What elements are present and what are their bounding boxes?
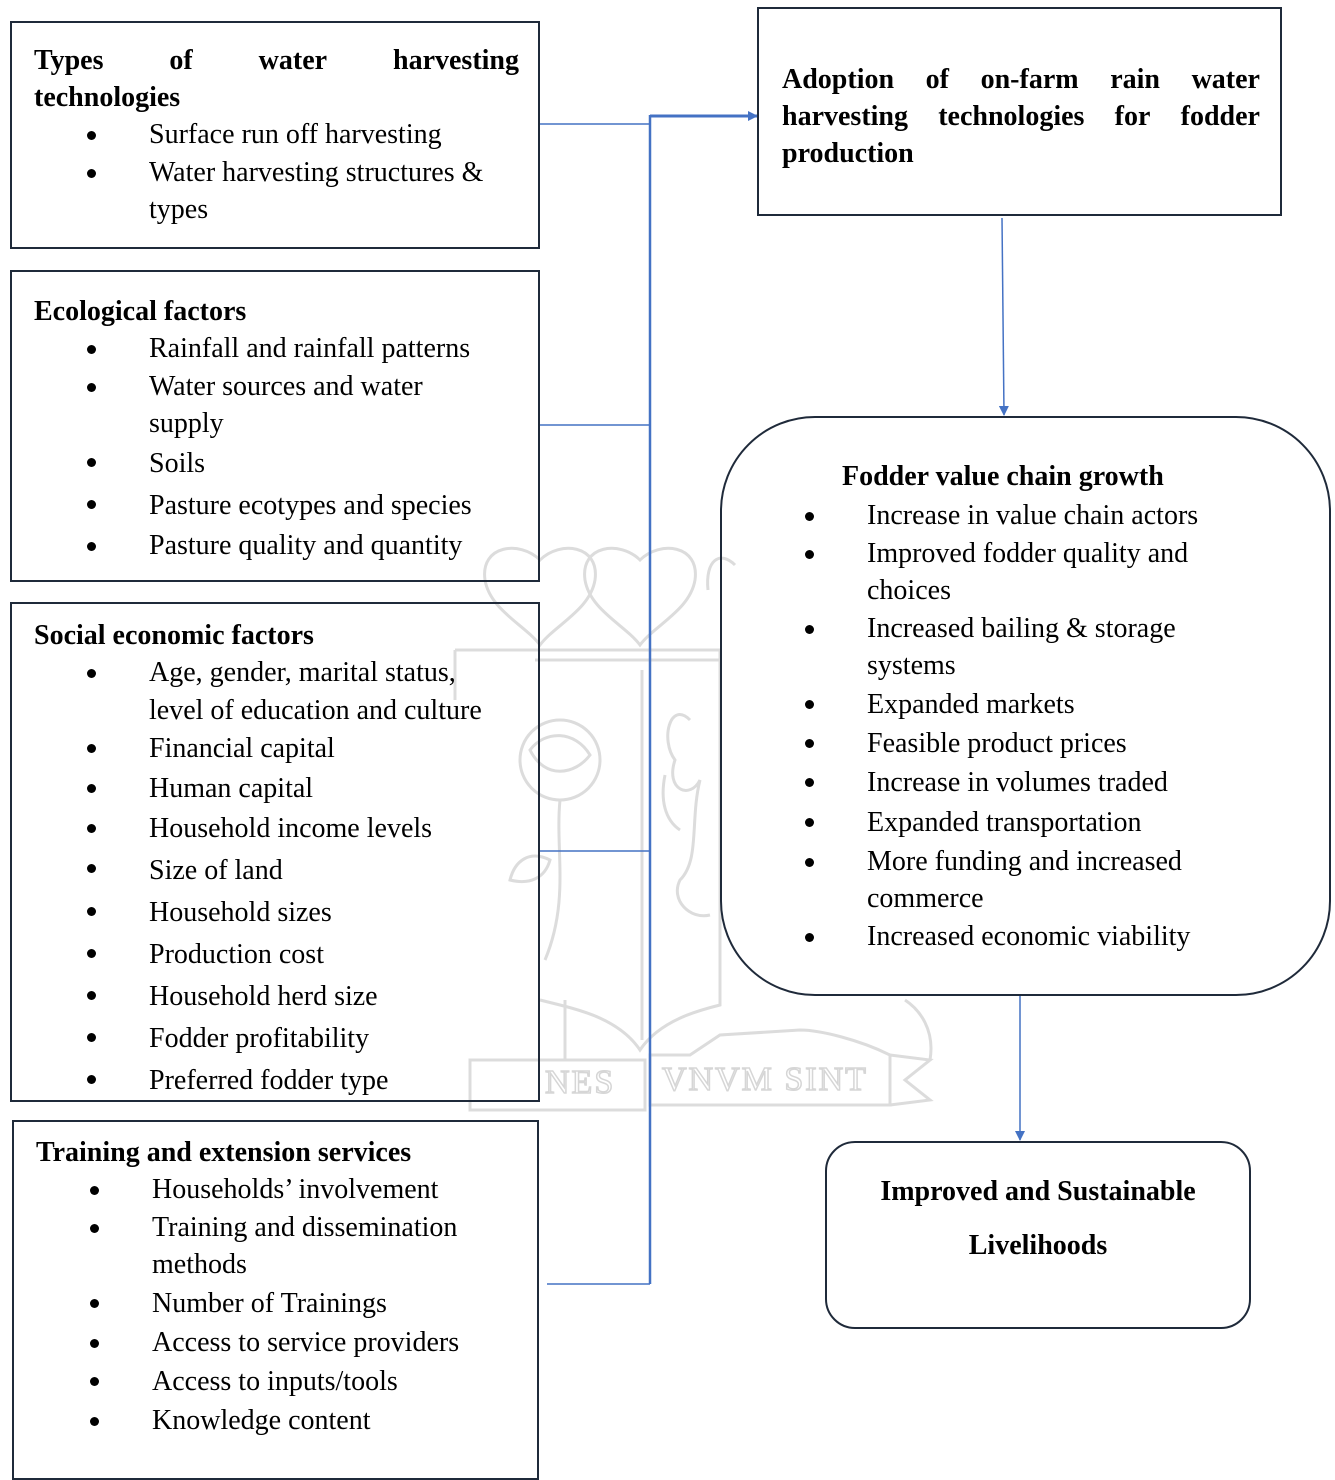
types-of-water-harvesting-box: Types of water harvesting technologies S…: [10, 21, 540, 249]
value-chain-title: Fodder value chain growth: [842, 461, 1164, 492]
training-title: Training and extension services: [36, 1137, 412, 1168]
list-item: Household herd size: [34, 976, 538, 1018]
list-item: Household income levels: [34, 809, 538, 849]
list-item: Households’ involvement: [37, 1171, 537, 1209]
motto-left: NES: [545, 1064, 615, 1101]
list-item: Increase in volumes traded: [752, 763, 1329, 803]
adoption-box: Adoption of on-farm rain water harvestin…: [757, 7, 1282, 216]
types-list: Surface run off harvesting Water harvest…: [34, 116, 519, 229]
list-item: Expanded transportation: [752, 803, 1329, 843]
list-item: Feasible product prices: [752, 724, 1329, 763]
list-item: Number of Trainings: [37, 1284, 537, 1324]
list-item: Pasture ecotypes and species: [34, 485, 538, 527]
list-item: Access to inputs/tools: [37, 1362, 537, 1402]
list-item: Pasture quality and quantity: [34, 527, 538, 565]
list-item: Human capital: [34, 769, 538, 809]
ecological-list: Rainfall and rainfall patterns Water sou…: [34, 330, 538, 564]
adoption-word: of: [925, 64, 949, 95]
adoption-word: water: [1191, 64, 1260, 95]
livelihoods-line2: Livelihoods: [968, 1230, 1108, 1261]
types-title-word: water: [258, 45, 328, 76]
list-item: Access to service providers: [37, 1324, 537, 1362]
types-title-word: Types: [34, 45, 104, 76]
training-list: Households’ involvement Training and dis…: [37, 1171, 537, 1440]
adoption-word: for: [1114, 101, 1151, 132]
livelihoods-line1: Improved and Sustainable: [880, 1176, 1196, 1207]
social-title: Social economic factors: [34, 620, 314, 651]
adoption-word: Adoption: [782, 64, 895, 95]
list-item: Soils: [34, 443, 538, 485]
adoption-word: technologies: [938, 101, 1085, 132]
types-title-line2: technologies: [34, 82, 181, 113]
types-title-word: harvesting: [393, 45, 519, 76]
list-item: Age, gender, marital status,level of edu…: [34, 654, 538, 729]
list-item: Production cost: [34, 934, 538, 976]
list-item: Financial capital: [34, 729, 538, 769]
types-title-word: of: [169, 45, 193, 76]
list-item: Preferred fodder type: [34, 1060, 538, 1100]
training-extension-box: Training and extension services Househol…: [12, 1120, 539, 1480]
arrow-to-value-chain: [998, 217, 1009, 416]
ecological-title: Ecological factors: [34, 296, 247, 327]
list-item: Increased economic viability: [752, 918, 1329, 956]
adoption-word: on-farm: [980, 64, 1079, 95]
list-item: Surface run off harvesting: [34, 116, 519, 154]
livelihoods-box: Improved and Sustainable Livelihoods: [825, 1141, 1251, 1329]
list-item: Household sizes: [34, 892, 538, 934]
social-list: Age, gender, marital status,level of edu…: [34, 654, 538, 1100]
social-economic-factors-box: Social economic factors Age, gender, mar…: [10, 602, 540, 1102]
adoption-title: Adoption of on-farm rain water harvestin…: [782, 61, 1260, 172]
adoption-word: production: [782, 138, 914, 169]
ecological-factors-box: Ecological factors Rainfall and rainfall…: [10, 270, 540, 582]
list-item: Increase in value chain actors: [752, 497, 1329, 535]
list-item: Fodder profitability: [34, 1018, 538, 1060]
list-item: Expanded markets: [752, 685, 1329, 725]
value-chain-list: Increase in value chain actors Improved …: [752, 497, 1329, 955]
motto-right: VNVM SINT: [662, 1061, 868, 1098]
fodder-value-chain-box: Fodder value chain growth Increase in va…: [720, 416, 1331, 996]
list-item: Water harvesting structures &types: [34, 154, 519, 229]
list-item: Rainfall and rainfall patterns: [34, 330, 538, 368]
adoption-word: harvesting: [782, 101, 908, 132]
adoption-word: rain: [1110, 64, 1160, 95]
list-item: Knowledge content: [37, 1402, 537, 1440]
list-item: Size of land: [34, 849, 538, 892]
types-title: Types of water harvesting technologies: [34, 42, 519, 116]
adoption-word: fodder: [1180, 101, 1260, 132]
